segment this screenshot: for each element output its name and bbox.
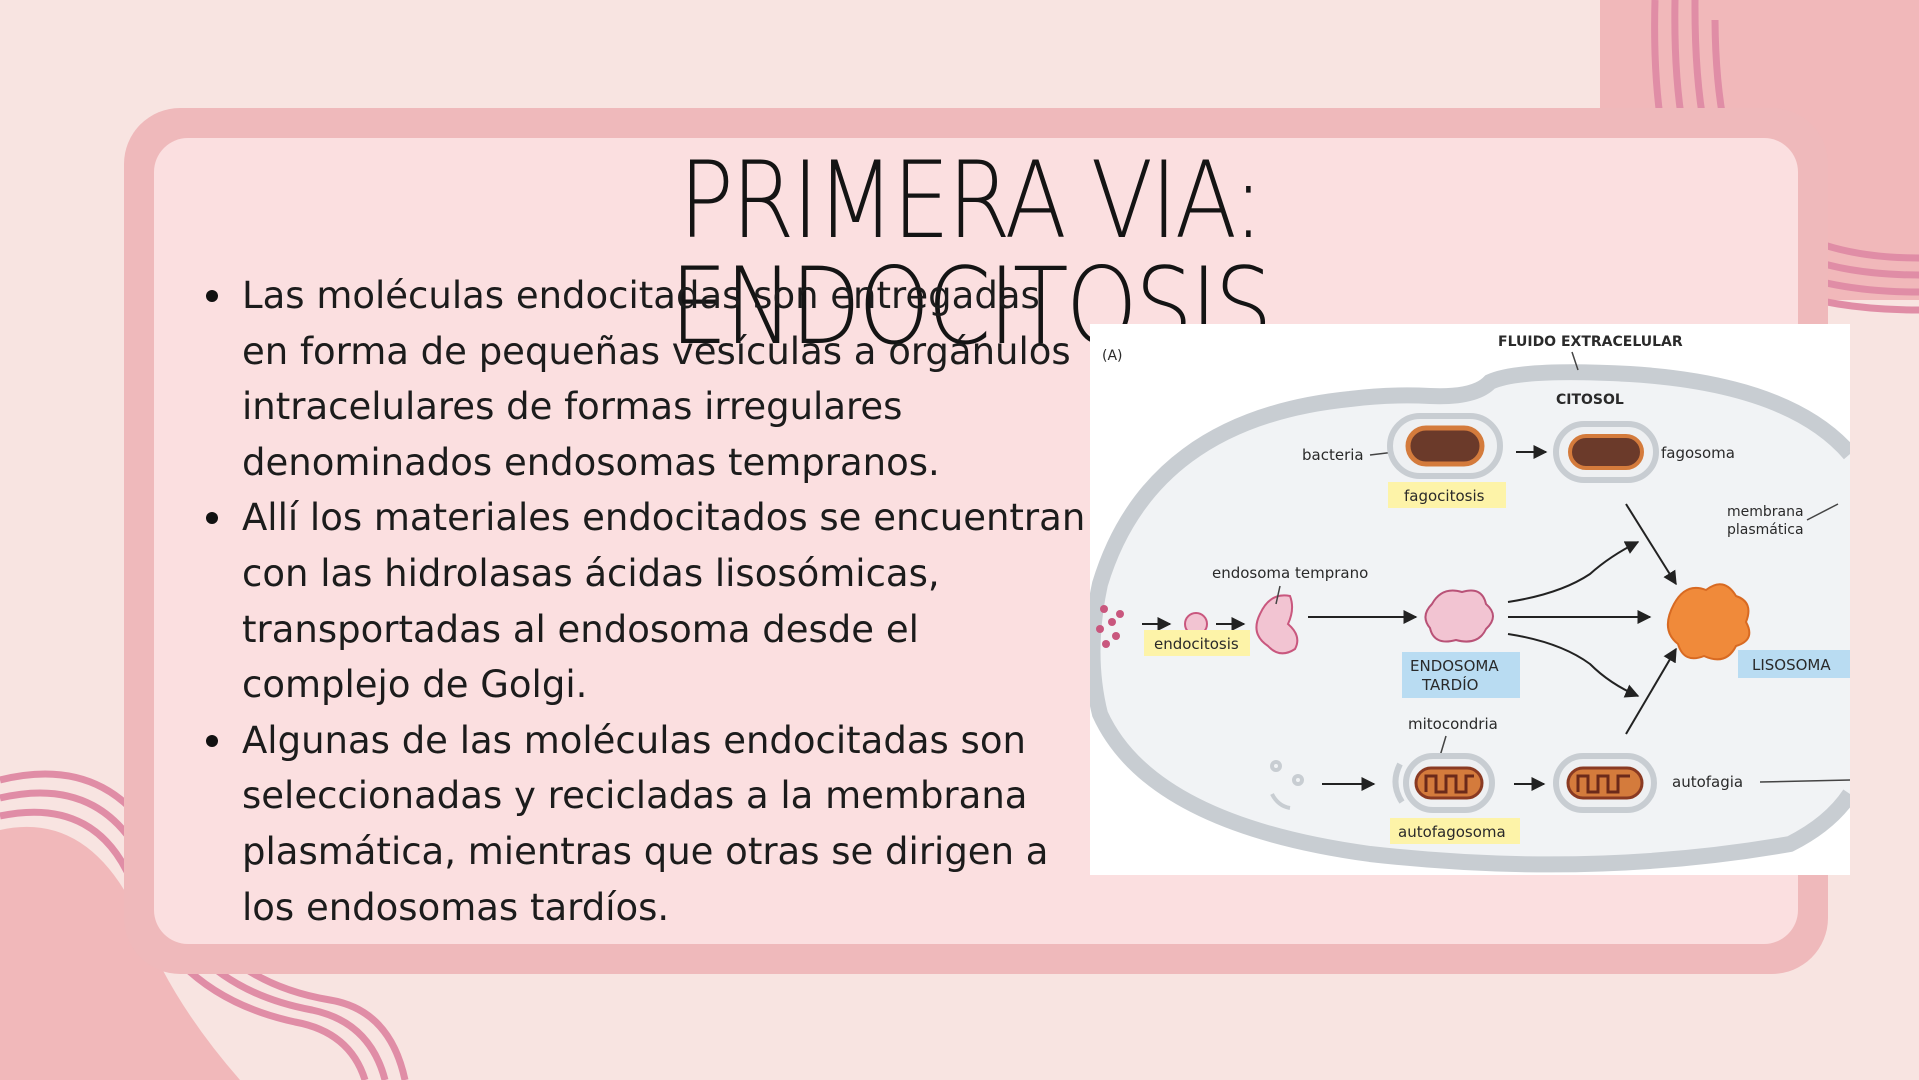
label-tardio: TARDÍO [1421,675,1478,694]
bullet-text: Las moléculas endocitadas son entregadas… [242,274,1071,484]
label-endosoma-temprano: endosoma temprano [1212,564,1368,582]
bacteria-shape [1405,425,1485,467]
label-plasmatica: plasmática [1727,522,1804,538]
bullet-list: Las moléculas endocitadas son entregadas… [200,268,1090,935]
tag-lisosoma [1738,650,1850,678]
label-endosoma: ENDOSOMA [1410,657,1499,675]
tag-endocitosis [1144,630,1250,656]
label-citosol: CITOSOL [1556,392,1624,408]
panel-label: (A) [1102,348,1123,364]
endocytosis-diagram: (A) FLUIDO EXTRACELULAR CITOSOL bacteria… [1090,324,1850,875]
label-fagocitosis: fagocitosis [1404,487,1485,505]
bullet-item: Las moléculas endocitadas son entregadas… [200,268,1090,490]
label-autofagia: autofagia [1672,773,1743,791]
bullet-dot [206,734,218,747]
bullet-dot [206,290,218,302]
lysosome [1667,583,1751,661]
tag-endosoma-tardio [1402,652,1520,698]
label-endocitosis: endocitosis [1154,635,1239,653]
tag-autofagosoma [1390,818,1520,844]
bullet-text: Algunas de las moléculas endocitadas son… [242,718,1049,929]
label-mitocondria: mitocondria [1408,715,1498,733]
late-endosome [1424,589,1494,643]
bullet-dot [206,512,218,525]
bullet-item: Allí los materiales endocitados se encue… [200,490,1090,712]
tag-fagocitosis [1388,482,1506,508]
early-endosome [1255,594,1299,655]
label-lisosoma: LISOSOMA [1752,656,1831,674]
extracellular-particles [1096,605,1124,648]
label-bacteria: bacteria [1302,446,1364,464]
bullet-text: Allí los materiales endocitados se encue… [242,496,1086,707]
label-autofagosoma: autofagosoma [1398,823,1506,841]
diagram-svg: (A) FLUIDO EXTRACELULAR CITOSOL bacteria… [1090,334,1850,873]
label-fluido: FLUIDO EXTRACELULAR [1498,334,1683,350]
label-membrana: membrana [1727,504,1804,520]
membrane-fragments [1270,760,1304,810]
bullet-item: Algunas de las moléculas endocitadas son… [200,713,1090,935]
label-fagosoma: fagosoma [1661,444,1735,462]
